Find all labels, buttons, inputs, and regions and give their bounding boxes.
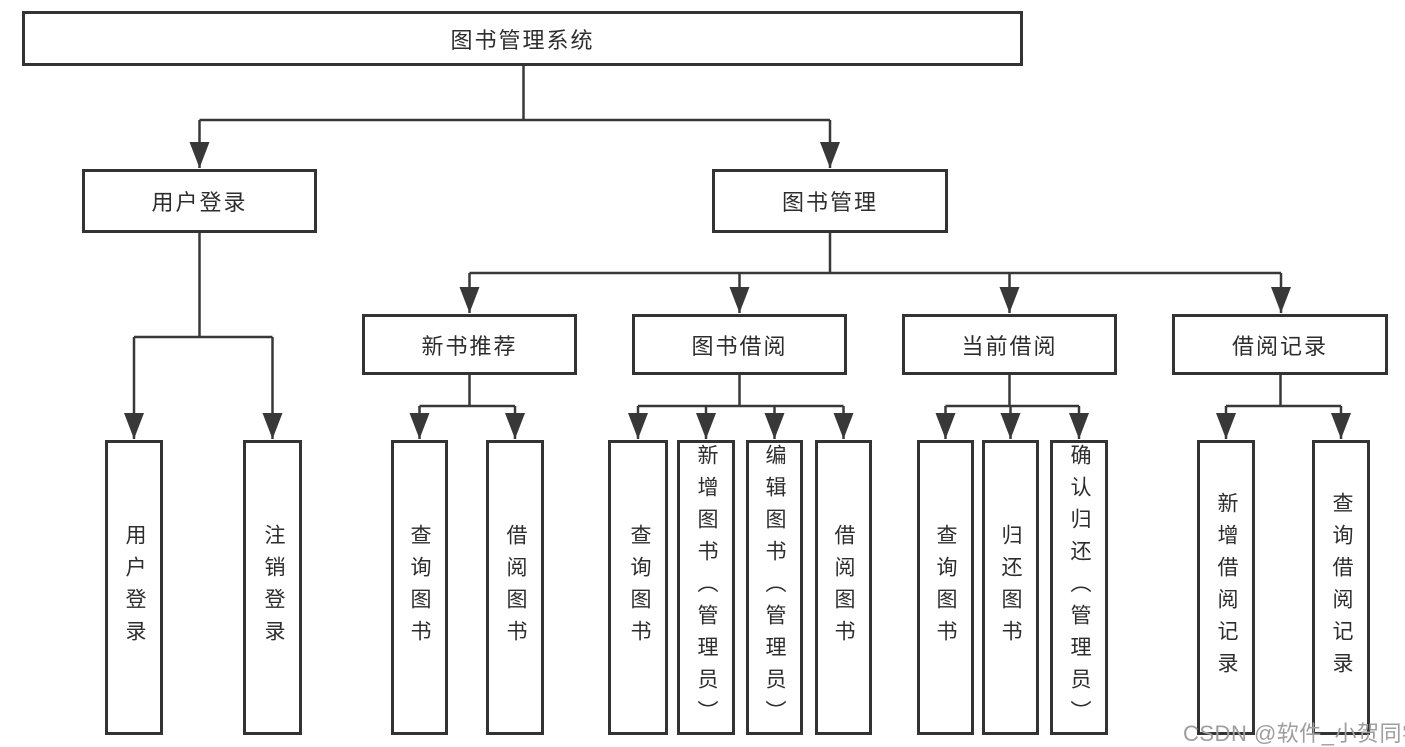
leaf-query-books-recommend: 查询图书 xyxy=(391,440,448,735)
leaf-query-borrow-record: 查询借阅记录 xyxy=(1312,440,1370,735)
node-new-book-recommend: 新书推荐 xyxy=(362,314,577,375)
node-user-login: 用户登录 xyxy=(82,169,317,233)
node-book-borrow: 图书借阅 xyxy=(632,314,847,375)
watermark: CSDN @软件_小贺同学 xyxy=(1183,721,1405,746)
leaf-confirm-return-admin: 确认归还（管理员） xyxy=(1050,440,1108,735)
leaf-user-login: 用户登录 xyxy=(105,440,163,735)
leaf-add-books-admin: 新增图书（管理员） xyxy=(677,440,735,735)
leaf-borrow-books-recommend: 借阅图书 xyxy=(486,440,544,735)
leaf-return-books: 归还图书 xyxy=(982,440,1039,735)
leaf-logout: 注销登录 xyxy=(243,440,302,735)
leaf-add-borrow-record: 新增借阅记录 xyxy=(1197,440,1255,735)
leaf-query-books-borrow: 查询图书 xyxy=(608,440,668,735)
leaf-borrow-books: 借阅图书 xyxy=(815,440,872,735)
node-root-system: 图书管理系统 xyxy=(22,11,1023,66)
leaf-query-books-current: 查询图书 xyxy=(917,440,974,735)
node-current-borrow: 当前借阅 xyxy=(902,314,1117,375)
leaf-edit-books-admin: 编辑图书（管理员） xyxy=(746,440,803,735)
node-borrow-records: 借阅记录 xyxy=(1172,314,1388,375)
node-book-management: 图书管理 xyxy=(712,169,948,233)
